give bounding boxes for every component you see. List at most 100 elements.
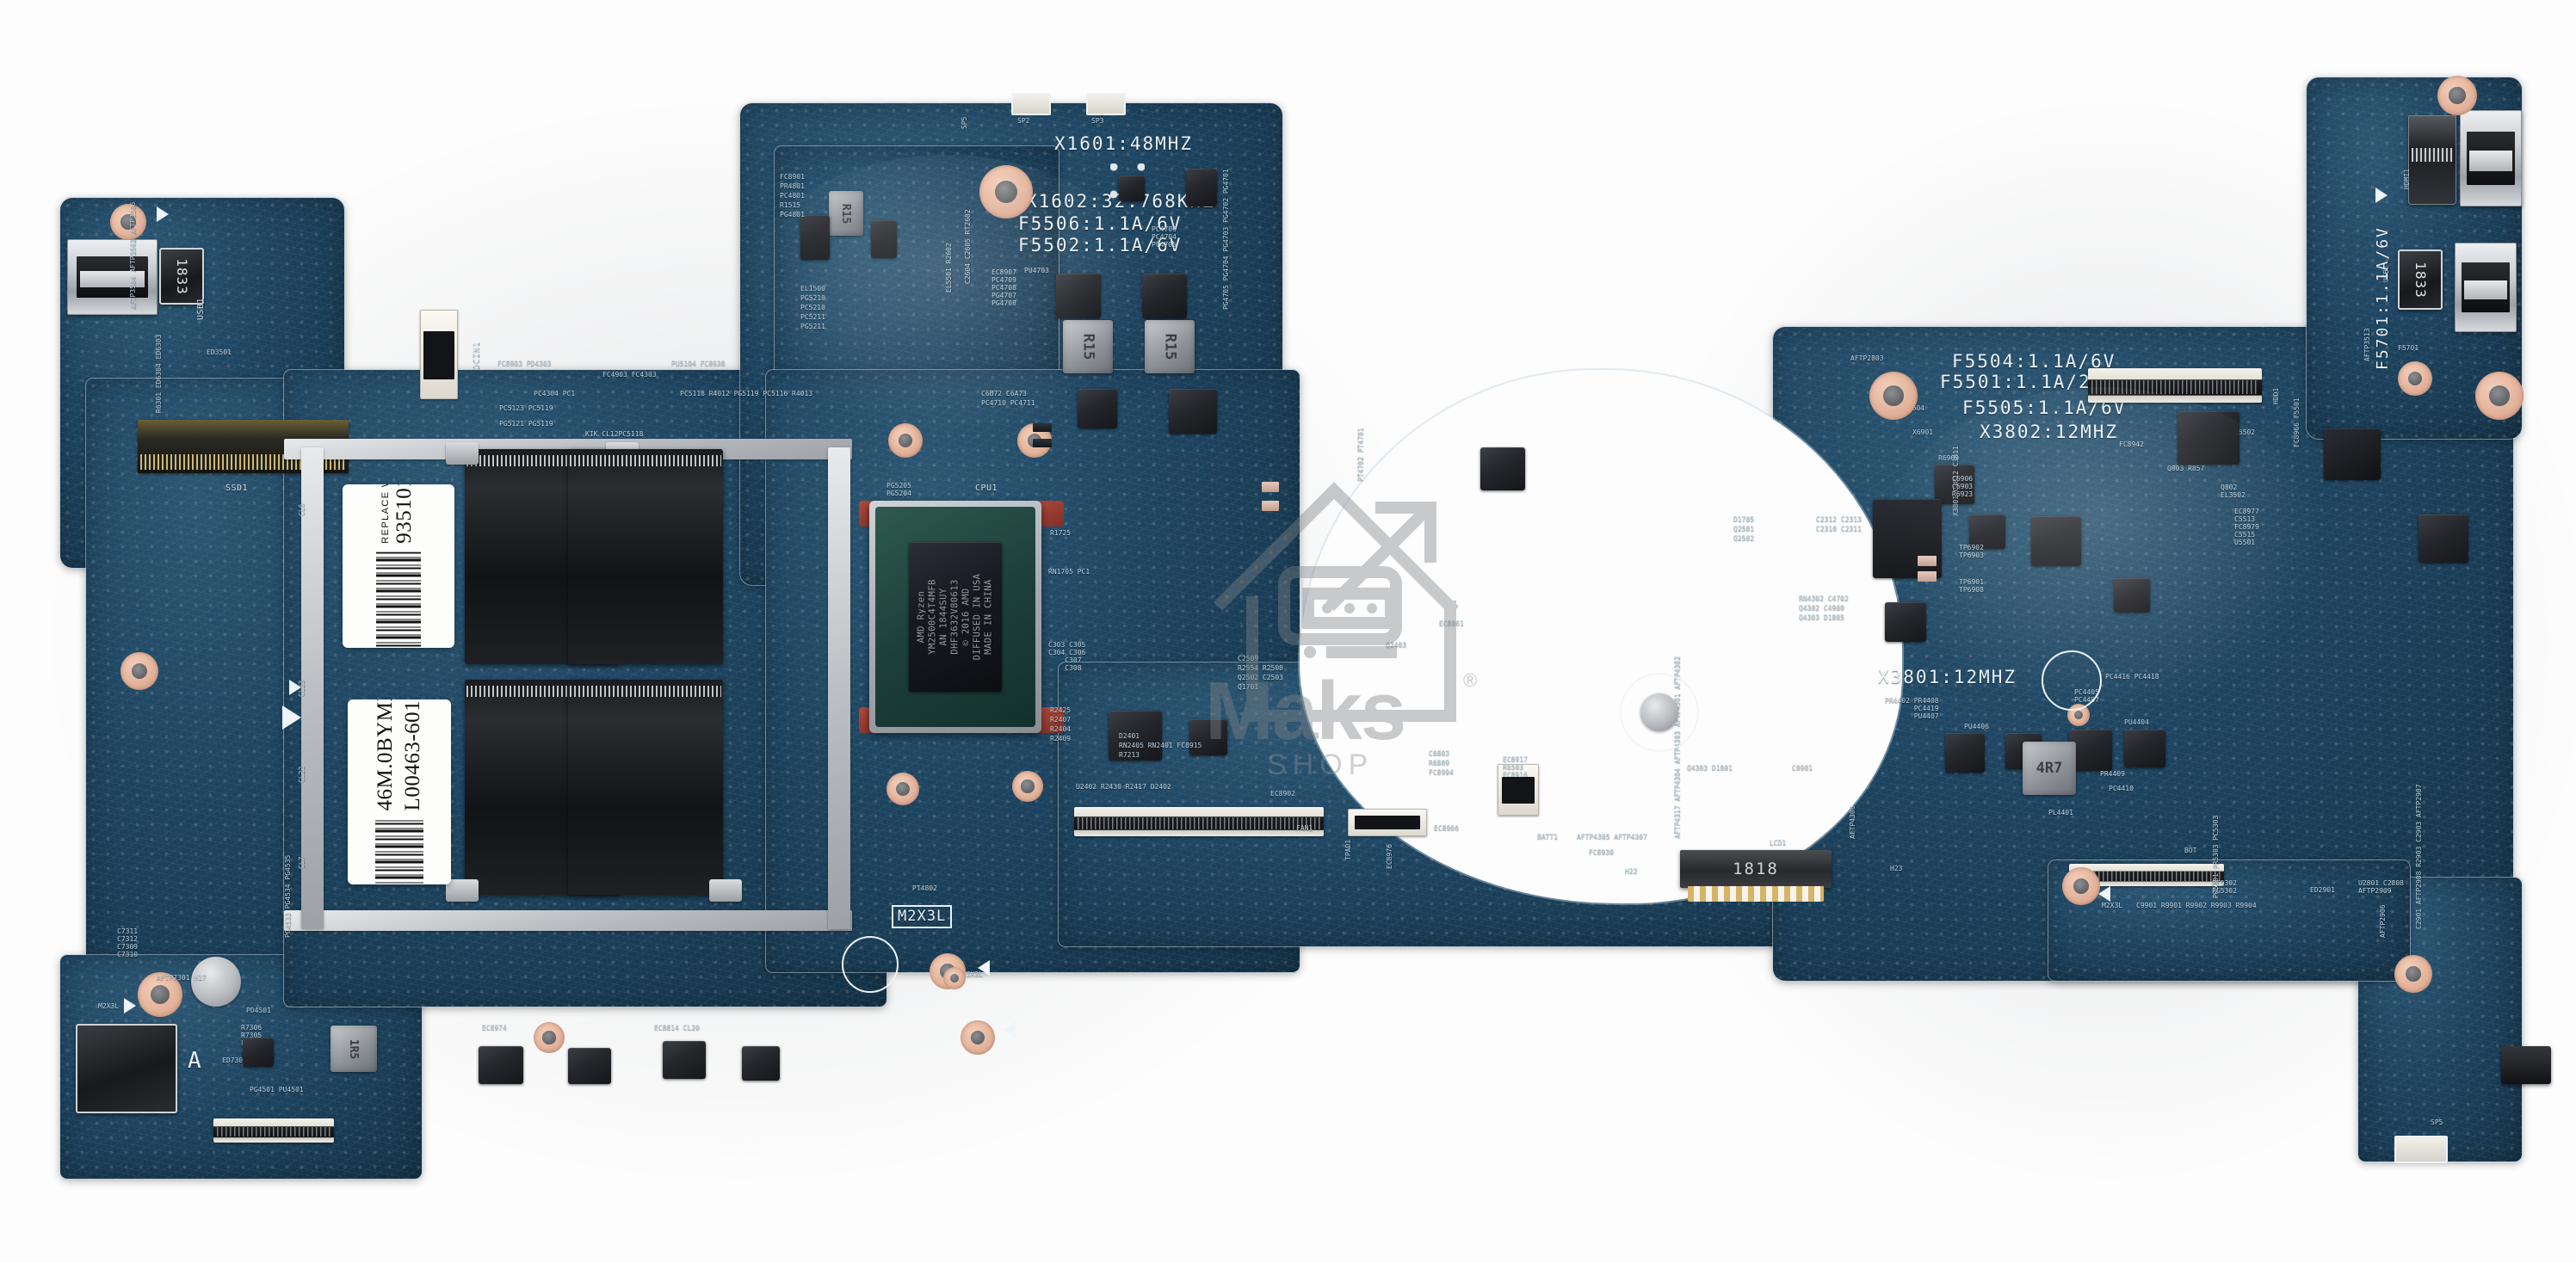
dimm-retention-bar-bottom bbox=[284, 910, 852, 931]
connector-label-dcin1: DCIN1 bbox=[472, 342, 481, 370]
ic-cluster-1 bbox=[800, 215, 830, 260]
polarity-marker-icon-3 bbox=[978, 960, 990, 976]
ic-cluster-3 bbox=[1119, 176, 1145, 201]
keyboard-connector-kb1 bbox=[1074, 807, 1324, 836]
dc-power-jack bbox=[76, 1024, 177, 1113]
mount-hole-right-edge bbox=[2475, 372, 2523, 420]
inductor-pl4712: R15 bbox=[1145, 320, 1195, 373]
cpu-package: AMD Ryzen YM2500C4T4MFB AN 1844SUY DHF36… bbox=[869, 501, 1041, 733]
usb-a-port-left bbox=[67, 239, 158, 315]
mount-hole-f bbox=[943, 967, 966, 989]
refdes-pt4702: PT4702 PT4701 bbox=[1356, 428, 1364, 482]
fan-connector-fan1 bbox=[1498, 764, 1539, 816]
speaker-connector-sp2 bbox=[1011, 93, 1051, 115]
polarity-marker-icon-4 bbox=[2098, 886, 2110, 902]
via-hole-bottom-2 bbox=[961, 1020, 995, 1055]
res-2 bbox=[1033, 439, 1052, 447]
polarity-marker-icon-2 bbox=[289, 680, 301, 695]
sodimm-slot-2 bbox=[568, 449, 723, 664]
cpu-die: AMD Ryzen YM2500C4T4MFB AN 1844SUY DHF36… bbox=[909, 541, 1002, 693]
ic-pu4703 bbox=[1056, 274, 1101, 318]
dimm-key-marker-icon bbox=[282, 705, 301, 730]
ic-ec-controller bbox=[1873, 499, 1942, 578]
cap-3 bbox=[1918, 556, 1937, 566]
ic-bottom-3 bbox=[663, 1041, 706, 1079]
cpu-substrate: AMD Ryzen YM2500C4T4MFB AN 1844SUY DHF36… bbox=[875, 507, 1035, 727]
silk-circle-marker-2 bbox=[2042, 650, 2102, 711]
ic-cluster-4 bbox=[1186, 169, 1217, 206]
board-id: 46M.0BYMB.2004 bbox=[374, 699, 397, 810]
dcin1-connector bbox=[420, 310, 458, 399]
battery-connector-batt1: 1818 bbox=[1680, 850, 1832, 902]
ic-pu4501 bbox=[243, 1038, 274, 1067]
usb-a-port-right-bottom bbox=[2455, 243, 2517, 332]
inductor-pl4401: 4R7 bbox=[2023, 742, 2076, 795]
mount-hole bbox=[110, 204, 146, 240]
sodimm-slot-4 bbox=[568, 680, 742, 902]
ic-pu4702 bbox=[1142, 274, 1187, 318]
speaker-connector-sp3 bbox=[1086, 93, 1126, 115]
polarity-marker-icon-7 bbox=[1004, 1022, 1016, 1038]
refdes-fc8903-pd4303: FC8903 PD4303 bbox=[497, 360, 552, 367]
mount-hole-e bbox=[120, 652, 158, 690]
dimm-retention-bar-right bbox=[828, 447, 850, 929]
ic-cluster-2 bbox=[871, 220, 897, 258]
polarity-marker-icon-6 bbox=[124, 998, 136, 1013]
ic-tp6902 bbox=[1969, 514, 2005, 549]
touchpad-connector-tpad1 bbox=[1348, 809, 1427, 836]
mount-hole-d bbox=[1012, 771, 1043, 802]
cap-4 bbox=[1918, 571, 1937, 582]
usb-filter-transformer-left: 1833 bbox=[159, 248, 204, 305]
refdes-ec8974: EC8974 bbox=[482, 1024, 507, 1032]
hdmi-port bbox=[2408, 115, 2456, 205]
inductor-top-left: R15 bbox=[829, 191, 863, 236]
mount-hole-hdd bbox=[2062, 867, 2100, 905]
board-number-label: 46M.0BYMB.2004 L00463-601 bbox=[348, 699, 451, 884]
barcode-2 bbox=[375, 818, 423, 884]
ic-cluster-11 bbox=[1480, 447, 1525, 490]
mount-hole-right-top bbox=[1869, 372, 1918, 420]
mount-hole-right-io bbox=[2437, 76, 2477, 115]
via-hole-bottom bbox=[534, 1022, 565, 1053]
ic-cluster-7 bbox=[2178, 411, 2239, 465]
lcd-connector-lcd1 bbox=[2088, 368, 2262, 403]
audio-jack bbox=[2501, 1046, 2551, 1084]
ic-pu4403 bbox=[2069, 730, 2112, 771]
mount-hole-right-io-2 bbox=[2398, 361, 2432, 396]
hp-spare-label: REPLACE WITH HP SPARE 935101-601 8K1911 bbox=[343, 484, 454, 648]
ic-bottom-2 bbox=[568, 1048, 611, 1084]
ic-cluster-5 bbox=[1169, 389, 1217, 434]
cap-1 bbox=[1262, 482, 1279, 492]
ic-cluster-10 bbox=[2114, 578, 2150, 613]
polarity-marker-icon bbox=[157, 206, 169, 222]
ic-pu4404 bbox=[2124, 730, 2165, 767]
io-board-connector bbox=[213, 1118, 334, 1143]
mount-hole-bottom-right bbox=[2394, 955, 2432, 993]
sticker-part-number: 935101-601 bbox=[392, 484, 416, 544]
mount-hole-top bbox=[979, 165, 1033, 219]
speaker-connector-sp5 bbox=[2394, 1136, 2448, 1163]
polarity-marker-icon-5 bbox=[2375, 188, 2388, 203]
board-part-number: L00463-601 bbox=[401, 699, 424, 810]
ic-cluster-13 bbox=[1109, 711, 1162, 761]
res-1 bbox=[1033, 423, 1052, 432]
cap-2 bbox=[1262, 501, 1279, 511]
ic-bottom-4 bbox=[742, 1046, 780, 1081]
ic-bottom-1 bbox=[479, 1046, 523, 1084]
refdes-ec8814: EC8814 CL20 bbox=[654, 1024, 700, 1032]
mount-hole-bottom-left bbox=[138, 972, 182, 1017]
ic-u3802 bbox=[2031, 516, 2081, 566]
dimm-retention-bar-left bbox=[301, 447, 324, 929]
mount-hole-c bbox=[886, 773, 919, 805]
ic-cluster-14 bbox=[1885, 602, 1926, 642]
ic-cluster-6 bbox=[1078, 389, 1117, 428]
mount-hole-a bbox=[888, 423, 923, 458]
ic-cluster-9 bbox=[2418, 514, 2468, 563]
grounding-ring bbox=[1620, 673, 1699, 752]
ic-cluster-8 bbox=[2324, 428, 2381, 480]
cpu-die-marking: AMD Ryzen YM2500C4T4MFB AN 1844SUY DHF36… bbox=[916, 573, 994, 661]
barcode-secondary bbox=[376, 551, 421, 647]
silk-circle-marker bbox=[842, 936, 899, 993]
coax-jack bbox=[191, 957, 241, 1007]
